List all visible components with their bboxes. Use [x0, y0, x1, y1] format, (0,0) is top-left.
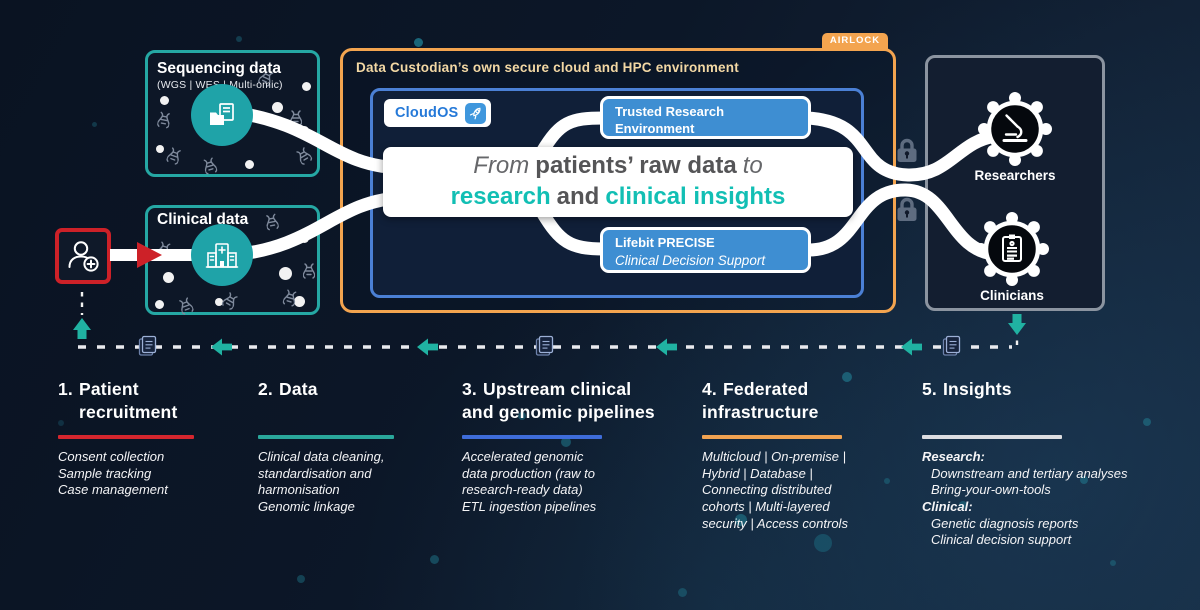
step-5-title: 5.Insights: [922, 379, 1012, 399]
decor-dot: [884, 478, 890, 484]
document-icon: [942, 335, 961, 356]
decor-dot: [1080, 476, 1088, 484]
step-2-data: 2.Data Clinical data cleaning, standardi…: [258, 378, 458, 514]
step-4-underline: [702, 435, 842, 439]
decor-dot: [678, 588, 687, 597]
lock-icon: [896, 138, 918, 163]
lock-icon: [896, 197, 918, 222]
decor-dot: [279, 267, 292, 280]
decor-dot: [814, 534, 832, 552]
cloudos-logo: CloudOS: [384, 99, 492, 127]
step-3-underline: [462, 435, 602, 439]
patient-entry-arrow: [110, 242, 202, 268]
up-arrow: [73, 318, 91, 339]
step-2-items: Clinical data cleaning, standardisation …: [258, 449, 385, 514]
step-4-federated-infrastructure: 4.Federated infrastructure Multicloud | …: [702, 378, 922, 531]
left-arrow: [417, 338, 438, 356]
step-2-underline: [258, 435, 394, 439]
trusted-research-environment-box: Trusted Research Environment: [600, 96, 811, 139]
dna-icon: [264, 213, 280, 231]
tre-label: Trusted Research Environment: [615, 104, 725, 136]
clinicians-label: Clinicians: [980, 288, 1044, 303]
step-3-upstream-pipelines: 3.Upstream clinical and genomic pipeline…: [462, 378, 697, 514]
decor-dot: [1110, 560, 1116, 566]
decor-dot: [414, 38, 423, 47]
patient-add-icon: [68, 241, 99, 272]
decor-dot: [272, 102, 283, 113]
decor-dot: [735, 514, 747, 526]
decor-dot: [300, 234, 309, 243]
lifebit-precise-box: Lifebit PRECISE Clinical Decision Suppor…: [600, 227, 811, 273]
decor-dot: [561, 437, 571, 447]
step-1-title: 1.Patient recruitment: [58, 379, 178, 423]
step-1-patient-recruitment: 1.Patient recruitment Consent collection…: [58, 378, 253, 497]
step-3-title: 3.Upstream clinical and genomic pipeline…: [462, 379, 655, 423]
decor-dot: [297, 575, 305, 583]
step-5-insights: 5.Insights Research: Downstream and tert…: [922, 378, 1167, 547]
step-1-underline: [58, 435, 194, 439]
step-4-items: Multicloud | On-premise | Hybrid | Datab…: [702, 449, 848, 531]
clinical-data-title: Clinical data: [157, 211, 249, 228]
rocket-icon: [465, 102, 487, 124]
dna-icon: [290, 110, 302, 126]
decor-dot: [294, 296, 305, 307]
decor-dot: [430, 555, 439, 564]
sequencing-node: [191, 84, 253, 146]
decor-dot: [1143, 418, 1151, 426]
step-5-underline: [922, 435, 1062, 439]
step-3-items: Accelerated genomic data production (raw…: [462, 449, 597, 514]
decor-dot: [92, 122, 97, 127]
step-1-items: Consent collection Sample tracking Case …: [58, 449, 168, 498]
decor-dot: [156, 145, 164, 153]
decor-dot: [163, 272, 174, 283]
step-4-title: 4.Federated infrastructure: [702, 379, 819, 423]
step-5-items: Research: Downstream and tertiary analys…: [922, 449, 1128, 548]
decor-dot: [300, 126, 309, 135]
patient-recruitment-box: [55, 228, 111, 284]
decor-dot: [58, 420, 64, 426]
step-2-title: 2.Data: [258, 379, 318, 399]
left-arrow: [656, 338, 677, 356]
clinical-node: [191, 224, 253, 286]
airlock-tab: AIRLOCK: [822, 33, 888, 51]
decor-dot: [245, 160, 254, 169]
down-arrow: [1008, 314, 1026, 335]
document-icon: [535, 335, 554, 356]
left-arrow: [211, 338, 232, 356]
custodian-environment-title: Data Custodian’s own secure cloud and HP…: [356, 60, 739, 75]
decor-dot: [842, 372, 852, 382]
files-icon: [210, 103, 234, 125]
decor-dot: [236, 36, 242, 42]
decor-dot: [518, 412, 526, 420]
clipboard-icon: [1002, 234, 1022, 262]
precise-subtitle: Clinical Decision Support: [615, 252, 766, 268]
decor-dot: [155, 300, 164, 309]
document-icon: [138, 335, 157, 356]
decor-dot: [215, 298, 223, 306]
cloudos-label: CloudOS: [395, 105, 459, 121]
dna-icon: [303, 263, 315, 279]
researchers-label: Researchers: [974, 168, 1056, 183]
decor-dot: [959, 501, 967, 509]
left-arrow: [901, 338, 922, 356]
microscope-icon: [1002, 114, 1028, 142]
hospital-icon: [205, 243, 239, 268]
decor-dot: [302, 82, 311, 91]
decor-dot: [160, 96, 169, 105]
precise-title: Lifebit PRECISE: [615, 235, 715, 250]
